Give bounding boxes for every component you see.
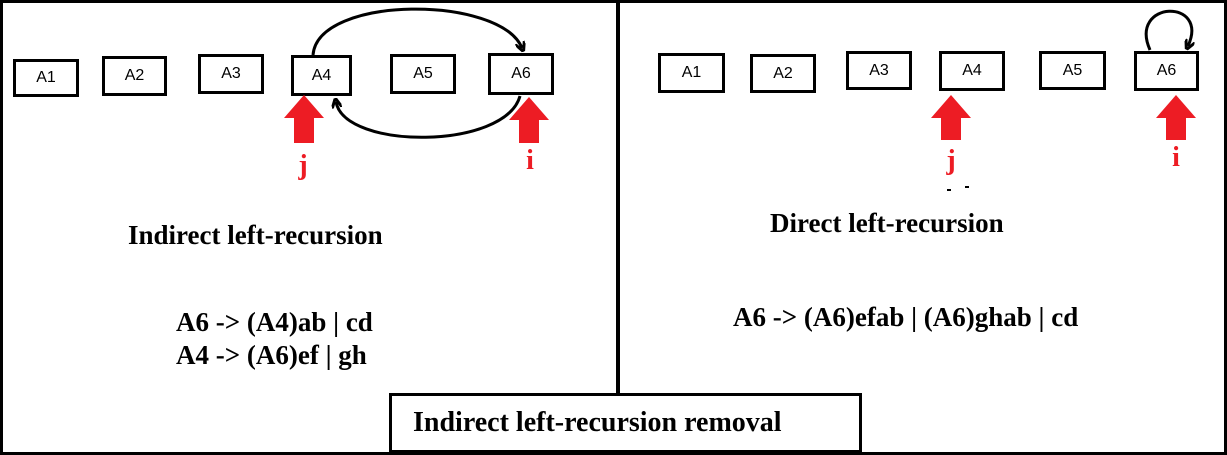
node-a6: A6 [488,53,554,95]
recursion-arc-top [311,7,522,56]
node-a3: A3 [198,54,264,94]
footer-caption: Indirect left-recursion removal [389,393,862,453]
self-loop-arrow [1144,9,1192,50]
panel-divider [616,0,620,393]
right-heading: Direct left-recursion [770,208,1004,238]
right-rule-1: A6 -> (A6)efab | (A6)ghab | cd [733,302,1079,332]
pointer-j-arrow-right [931,95,971,140]
recursion-arc-bottom [336,95,522,139]
left-rule-1: A6 -> (A4)ab | cd [176,307,373,337]
node-a2-right: A2 [750,54,816,93]
stray-marks [947,186,969,191]
node-a2: A2 [102,56,167,96]
pointer-i-label-right: i [1172,142,1180,173]
pointer-i-arrow [509,97,549,143]
node-a1: A1 [13,59,79,97]
left-heading: Indirect left-recursion [128,220,383,250]
node-a3-right: A3 [846,51,912,90]
node-a6-right: A6 [1134,51,1199,91]
node-a5-right: A5 [1039,51,1106,90]
node-a4-right: A4 [939,51,1005,91]
pointer-i-label: i [526,145,534,176]
node-a5: A5 [390,54,456,94]
pointer-j-label-right: j [946,145,956,176]
node-a4: A4 [291,55,352,96]
left-rule-2: A4 -> (A6)ef | gh [176,340,367,370]
node-a1-right: A1 [658,53,725,93]
pointer-i-arrow-right [1156,95,1196,140]
pointer-j-arrow [284,95,324,143]
pointer-j-label: j [298,150,308,181]
